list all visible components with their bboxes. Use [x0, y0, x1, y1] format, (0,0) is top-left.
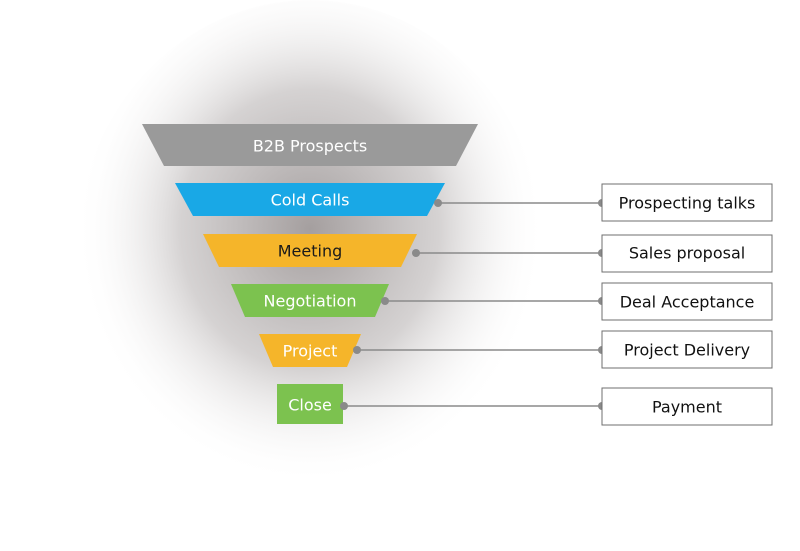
- stage-shape: [142, 124, 478, 166]
- outcome-label: Prospecting talks: [619, 194, 756, 213]
- connector-dot-start: [353, 346, 361, 354]
- outcome-box: [601, 330, 773, 369]
- outcome-box: [601, 282, 773, 321]
- stage-close: Close: [277, 384, 343, 424]
- outcome-project-delivery: Project Delivery: [601, 330, 773, 369]
- stage-label: Project: [283, 342, 338, 361]
- outcome-box: [601, 234, 773, 273]
- outcome-box: [601, 387, 773, 426]
- outcome-label: Project Delivery: [624, 341, 750, 360]
- outcome-label: Sales proposal: [629, 244, 745, 263]
- outcome-label: Payment: [652, 398, 722, 417]
- outcome-payment: Payment: [601, 387, 773, 426]
- stage-shape: [259, 334, 361, 367]
- connector-dot-start: [434, 199, 442, 207]
- stage-shape: [175, 183, 445, 216]
- stage-meeting: Meeting: [203, 234, 417, 267]
- outcome-sales-proposal: Sales proposal: [601, 234, 773, 273]
- stage-shape: [231, 284, 389, 317]
- connector-dot-start: [412, 249, 420, 257]
- stage-cold-calls: Cold Calls: [175, 183, 445, 216]
- stage-project: Project: [259, 334, 361, 367]
- connector-dot-start: [381, 297, 389, 305]
- stage-shape: [277, 384, 343, 424]
- stage-label: Negotiation: [264, 292, 357, 311]
- outcome-box: [601, 183, 773, 222]
- outcome-deal-acceptance: Deal Acceptance: [601, 282, 773, 321]
- stage-label: Meeting: [278, 242, 343, 261]
- stage-label: B2B Prospects: [253, 137, 367, 156]
- outcome-label: Deal Acceptance: [620, 293, 755, 312]
- stage-negotiation: Negotiation: [231, 284, 389, 317]
- stage-label: Cold Calls: [271, 191, 350, 210]
- stage-b2b-prospects: B2B Prospects: [142, 124, 478, 166]
- stage-shape: [203, 234, 417, 267]
- connector-dot-start: [340, 402, 348, 410]
- outcome-prospecting-talks: Prospecting talks: [601, 183, 773, 222]
- stage-label: Close: [288, 396, 332, 415]
